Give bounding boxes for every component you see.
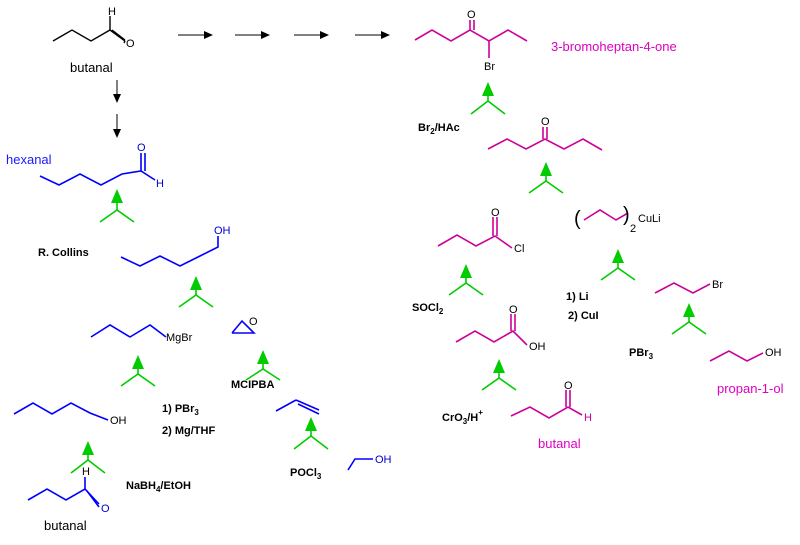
heptanone-o-label: O bbox=[541, 116, 550, 128]
aldehyde-h-label: H bbox=[108, 6, 116, 18]
target-o-label: O bbox=[467, 9, 476, 21]
butanoic-acid-structure bbox=[455, 314, 528, 346]
acid-chloride-structure bbox=[437, 217, 513, 249]
butanal-right-structure bbox=[510, 390, 583, 419]
retro-arrow bbox=[293, 417, 329, 450]
propanol-name: propan-1-ol bbox=[717, 381, 784, 396]
target-structure bbox=[414, 20, 528, 58]
retro-arrow bbox=[470, 82, 506, 115]
oxidation-sub: 3 bbox=[463, 417, 468, 426]
retro-arrow bbox=[70, 441, 106, 474]
grignard-reagent-step1: 1) PBr3 bbox=[162, 403, 199, 417]
bromination-sub: 2 bbox=[430, 127, 435, 136]
reduction-sub: 4 bbox=[156, 485, 161, 494]
bromination-main: Br bbox=[418, 122, 431, 134]
retro-arrow bbox=[245, 350, 281, 381]
dehydration-main: POCl bbox=[290, 467, 317, 479]
cuprate-two: 2 bbox=[630, 223, 636, 235]
butanal-left-o-label: O bbox=[101, 503, 110, 515]
bromide-sub: 3 bbox=[649, 352, 654, 361]
hexanol-structure bbox=[120, 236, 219, 267]
propanol-oh-label: OH bbox=[765, 347, 782, 359]
cuprate-reagent-step1: 1) Li bbox=[566, 291, 589, 303]
butanal-right-h-label: H bbox=[584, 412, 592, 424]
oxidation-sup: + bbox=[478, 408, 483, 417]
butanol-structure bbox=[13, 402, 109, 421]
target-name: 3-bromoheptan-4-one bbox=[551, 39, 677, 54]
hexanal-h-label: H bbox=[156, 178, 164, 190]
butanal-left-h-label: H bbox=[82, 466, 90, 478]
oxidation-mid: /H bbox=[467, 412, 478, 424]
collins-reagent: R. Collins bbox=[38, 247, 89, 259]
acid-chloride-reagent: SOCl2 bbox=[412, 302, 444, 316]
hexanal-o-label: O bbox=[137, 142, 146, 154]
butanol-oh-label: OH bbox=[110, 415, 127, 427]
propanol-structure bbox=[709, 350, 764, 362]
hexanal-structure bbox=[39, 153, 156, 186]
aldehyde-o-label: O bbox=[126, 38, 135, 50]
propan2ol-oh-label: OH bbox=[375, 454, 392, 466]
retro-arrow bbox=[99, 189, 135, 223]
oxidation-reagent: CrO3/H+ bbox=[442, 408, 483, 426]
butanal-right-name: butanal bbox=[538, 436, 581, 451]
butanoic-acid-oh-label: OH bbox=[529, 341, 546, 353]
butanal-left-name: butanal bbox=[44, 518, 87, 533]
bromination-reagent: Br2/HAc bbox=[418, 122, 460, 136]
acid-chloride-o-label: O bbox=[491, 207, 500, 219]
acid-chloride-main: SOCl bbox=[412, 302, 439, 314]
cuprate-open-paren: ( bbox=[574, 208, 581, 230]
forward-arrows-top bbox=[178, 31, 390, 39]
retro-arrow bbox=[448, 264, 484, 296]
epoxide-structure bbox=[231, 319, 256, 334]
cuprate-close-paren: ) bbox=[623, 204, 630, 226]
propan2ol-structure bbox=[347, 458, 373, 471]
butanoic-acid-o-label: O bbox=[509, 304, 518, 316]
butanal-right-o-label: O bbox=[564, 380, 573, 392]
propyl-bromide-br-label: Br bbox=[712, 279, 723, 291]
forward-arrows-down bbox=[113, 80, 121, 138]
butanal-left-structure bbox=[27, 477, 100, 508]
heptanone-structure bbox=[487, 127, 603, 151]
grignard-reagent-step2: 2) Mg/THF bbox=[162, 425, 215, 437]
acid-chloride-cl-label: Cl bbox=[514, 243, 524, 255]
acid-chloride-sub: 2 bbox=[439, 307, 444, 316]
oxidation-main: CrO bbox=[442, 412, 463, 424]
cuprate-reagent-step2: 2) CuI bbox=[568, 310, 599, 322]
reduction-rest: /EtOH bbox=[160, 480, 191, 492]
retro-arrow bbox=[528, 162, 564, 194]
epoxidation-reagent: MCIPBA bbox=[231, 379, 274, 391]
butylmgbr-structure bbox=[90, 324, 167, 338]
bromide-main: PBr bbox=[629, 347, 649, 359]
reduction-main: NaBH bbox=[126, 480, 156, 492]
bromide-reagent: PBr3 bbox=[629, 347, 654, 361]
dehydration-sub: 3 bbox=[317, 472, 322, 481]
cuprate-propyl-structure bbox=[583, 209, 629, 221]
target-br-label: Br bbox=[484, 61, 495, 73]
retro-arrow bbox=[671, 303, 707, 335]
hexanal-name: hexanal bbox=[6, 152, 52, 167]
bromination-rest: /HAc bbox=[435, 122, 460, 134]
retro-arrow bbox=[600, 249, 636, 281]
propene-structure bbox=[275, 399, 320, 415]
epoxide-o-label: O bbox=[249, 316, 258, 328]
reduction-reagent: NaBH4/EtOH bbox=[126, 480, 191, 494]
retro-arrow bbox=[120, 355, 156, 387]
mgbr-label: MgBr bbox=[166, 332, 193, 344]
retro-arrow bbox=[481, 359, 517, 391]
cuprate-culi-label: CuLi bbox=[638, 213, 661, 225]
grignard-step1-main: 1) PBr bbox=[162, 403, 195, 415]
butanal-top-structure bbox=[52, 16, 126, 44]
dehydration-reagent: POCl3 bbox=[290, 467, 322, 481]
butanal-top-name: butanal bbox=[70, 60, 113, 75]
hexanol-oh-label: OH bbox=[214, 225, 231, 237]
retro-arrow bbox=[178, 276, 214, 308]
grignard-step1-sub: 3 bbox=[194, 408, 199, 417]
propyl-bromide-structure bbox=[654, 282, 711, 294]
